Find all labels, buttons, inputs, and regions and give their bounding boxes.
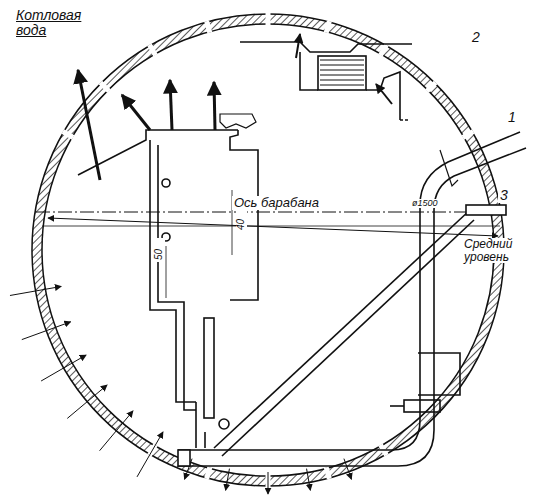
wall-hole	[463, 132, 473, 138]
wall-hole	[266, 13, 271, 25]
inflow-arrow	[41, 355, 86, 381]
wall-hole	[207, 467, 210, 479]
label-text: 1	[506, 110, 530, 125]
wall-holes	[63, 13, 473, 487]
flow-arrows	[10, 286, 351, 494]
outflow-arrow	[344, 459, 352, 480]
inflow-arrow	[67, 385, 107, 418]
feed-pipe	[178, 132, 526, 466]
label-text: 3	[498, 188, 522, 203]
outflow-arrow	[226, 469, 230, 491]
dimension-line	[48, 218, 498, 236]
sampling-pipe	[390, 353, 460, 412]
label-text: ø1500	[410, 199, 458, 208]
wall-hole	[63, 132, 73, 138]
wall-hole	[326, 467, 329, 479]
label-text: 40	[236, 208, 247, 232]
label-text: Котловая вода	[16, 8, 86, 37]
louvre-separator	[240, 42, 412, 120]
wall-hole	[100, 82, 108, 90]
level-line	[42, 226, 500, 227]
outflow-arrow	[307, 469, 311, 491]
inflow-arrow	[100, 411, 133, 451]
label-text: 50	[154, 238, 165, 262]
wall-hole	[381, 45, 387, 55]
label-text: Ось барабана	[232, 196, 346, 210]
inflow-arrow	[137, 432, 163, 477]
label-text: 2	[470, 30, 494, 45]
wall-hole	[326, 21, 329, 33]
steam-arrows	[78, 34, 392, 180]
wall-hole	[427, 82, 435, 90]
wall-hole	[150, 45, 156, 55]
outflow-arrow	[268, 472, 269, 494]
wall-hole	[207, 21, 210, 33]
inflow-arrow	[22, 322, 71, 340]
inflow-arrow	[10, 286, 61, 295]
separator-box	[78, 114, 258, 448]
label-text: Средний уровень	[462, 238, 532, 263]
